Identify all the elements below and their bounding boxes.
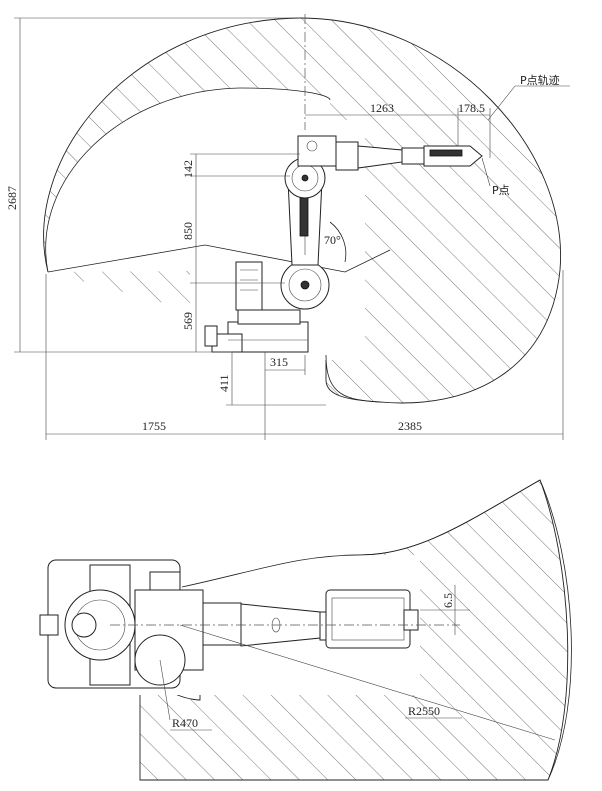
- dim-r2550: R2550: [408, 704, 440, 718]
- robot-base: [204, 309, 309, 353]
- j2-motor: [235, 261, 263, 311]
- dim-178-5: 178.5: [458, 101, 485, 115]
- dim-569: 569: [181, 312, 195, 330]
- dim-6-5: 6.5: [441, 593, 455, 608]
- dim-411: 411: [217, 374, 231, 392]
- envelope-left-closure: [47, 244, 391, 273]
- j2-joint: [280, 260, 330, 310]
- dim-r470: R470: [172, 716, 198, 730]
- j3-joint: [284, 157, 326, 199]
- top-arm: [134, 571, 419, 686]
- forearm: [297, 135, 483, 171]
- angle-arc: [329, 221, 347, 263]
- side-view: 70° 2687 142 850 569 411 315 1263 178.5 …: [5, 14, 570, 440]
- dim-1755: 1755: [142, 419, 166, 433]
- p-track-label: P点轨迹: [520, 73, 560, 87]
- top-view: 6.5 R470 R2550: [39, 479, 572, 781]
- p-point-label: P点: [492, 184, 510, 197]
- dim-1263: 1263: [370, 101, 394, 115]
- angle-label: 70°: [324, 233, 341, 247]
- dim-2385: 2385: [398, 419, 422, 433]
- dim-315: 315: [270, 355, 288, 369]
- dim-142: 142: [181, 160, 195, 178]
- envelope-bottom: [325, 354, 381, 403]
- dim-2687: 2687: [5, 186, 19, 210]
- inner-envelope: [45, 87, 331, 273]
- lower-arm: [287, 179, 323, 266]
- dim-850: 850: [181, 222, 195, 240]
